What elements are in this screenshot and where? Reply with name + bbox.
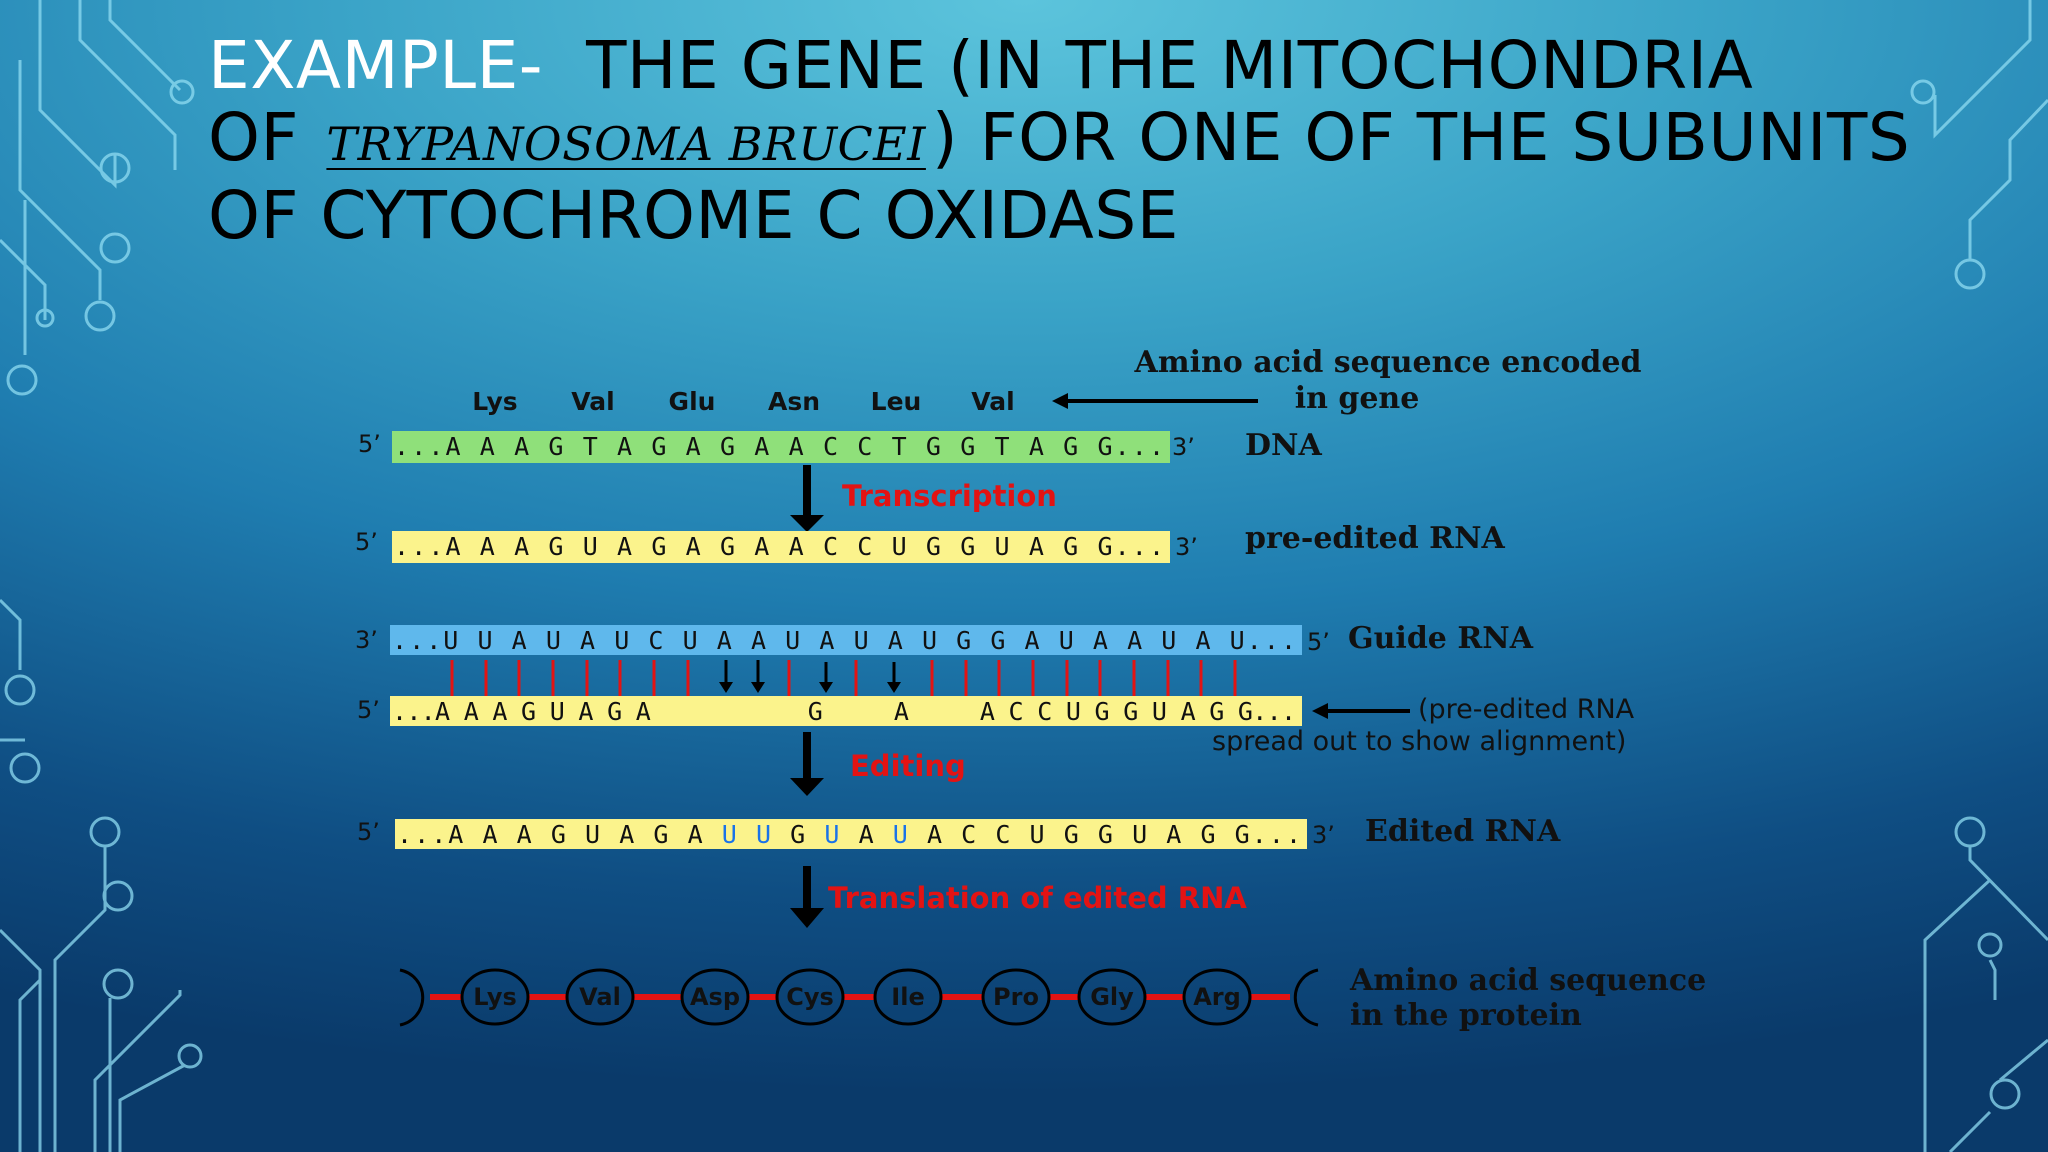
title-line-2-text: ) FOR ONE OF THE SUBUNITS	[931, 99, 1911, 176]
gene-aa: Lys	[472, 387, 517, 416]
gene-amino-acid-row: Lys Val Glu Asn Leu Val	[472, 387, 1014, 416]
gene-aa: Val	[971, 387, 1014, 416]
title-line-3-text: OF CYTOCHROME C OXIDASE	[208, 177, 1179, 254]
insertion-arrows	[719, 660, 901, 693]
transcription-arrowhead	[790, 515, 824, 532]
pre-edited-strand-bar	[392, 531, 1170, 563]
title-line-1: EXAMPLE- THE GENE (IN THE MITOCHONDRIA	[208, 30, 2008, 102]
inserted-u: U	[824, 820, 839, 849]
inserted-u: U	[893, 820, 908, 849]
dna-three-prime: 3’	[1172, 433, 1195, 461]
protein-aa: Ile	[891, 983, 924, 1011]
spread-sequence: ...A A A G U A G A G A A C C U G G U A G…	[392, 697, 1296, 726]
inserted-u: U U	[722, 820, 771, 849]
spread-five-prime: 5’	[357, 696, 380, 724]
edited-label: Edited RNA	[1365, 814, 1561, 849]
gene-aa: Asn	[768, 387, 820, 416]
editing-label: Editing	[850, 749, 966, 783]
protein-label-1: Amino acid sequence	[1349, 963, 1706, 998]
protein-aa: Asp	[690, 983, 740, 1011]
edited-three-prime: 3’	[1312, 821, 1335, 849]
protein-aa: Lys	[473, 983, 517, 1011]
title-lead: EXAMPLE-	[208, 27, 544, 104]
title-line-2: OF TRYPANOSOMA BRUCEI) FOR ONE OF THE SU…	[208, 102, 2008, 180]
spread-note-1: (pre-edited RNA	[1418, 694, 1635, 725]
gene-aa: Leu	[871, 387, 922, 416]
gene-aa: Glu	[669, 387, 716, 416]
dna-sequence: ...A A A G T A G A G A A C C T G G T A G…	[394, 432, 1164, 461]
dna-label: DNA	[1245, 428, 1322, 463]
pre-edited-sequence: ...A A A G U A G A G A A C C U G G U A G…	[394, 532, 1164, 561]
guide-three-prime: 3’	[355, 626, 378, 654]
protein-label-2: in the protein	[1350, 998, 1582, 1033]
title-species: TRYPANOSOMA BRUCEI	[326, 117, 926, 171]
gene-aa-label-2: in gene	[1295, 381, 1420, 416]
spread-note-2: spread out to show alignment)	[1212, 726, 1626, 757]
pre-edited-three-prime: 3’	[1175, 533, 1198, 561]
title-of: OF	[208, 99, 299, 176]
gene-aa-label-1: Amino acid sequence encoded	[1134, 345, 1642, 380]
guide-sequence: ...U U A U A U C U A A U A U A U G G A U…	[392, 626, 1296, 655]
translation-label: Translation of edited RNA	[828, 881, 1247, 915]
dna-strand-bar	[392, 431, 1170, 463]
edited-five-prime: 5’	[357, 818, 380, 846]
edited-strand-bar	[395, 819, 1307, 849]
protein-chain: Lys Val Asp Cys Ile Pro Gly Arg	[399, 968, 1319, 1027]
edited-sequence: ...A A A G U A G A U U G U A U A C C U G…	[397, 820, 1301, 849]
guide-strand-bar	[390, 625, 1302, 655]
base-pair-lines	[450, 660, 1237, 696]
protein-aa: Val	[579, 983, 621, 1011]
title-line-3: OF CYTOCHROME C OXIDASE	[208, 180, 2008, 252]
pre-edited-five-prime: 5’	[355, 528, 378, 556]
editing-arrowhead	[790, 778, 824, 796]
protein-aa: Cys	[786, 983, 834, 1011]
transcription-label: Transcription	[842, 479, 1057, 513]
protein-aa: Arg	[1193, 983, 1241, 1011]
gene-aa: Val	[571, 387, 614, 416]
guide-five-prime: 5’	[1307, 628, 1330, 656]
protein-aa: Gly	[1090, 983, 1134, 1011]
guide-label: Guide RNA	[1348, 621, 1534, 656]
pre-edited-label: pre-edited RNA	[1245, 521, 1505, 556]
dna-five-prime: 5’	[358, 430, 381, 458]
title-line-1-text: THE GENE (IN THE MITOCHONDRIA	[586, 27, 1754, 104]
spread-strand-bar	[390, 696, 1302, 726]
slide-title: EXAMPLE- THE GENE (IN THE MITOCHONDRIA O…	[208, 30, 2008, 252]
protein-aa: Pro	[993, 983, 1039, 1011]
translation-arrowhead	[790, 908, 824, 928]
